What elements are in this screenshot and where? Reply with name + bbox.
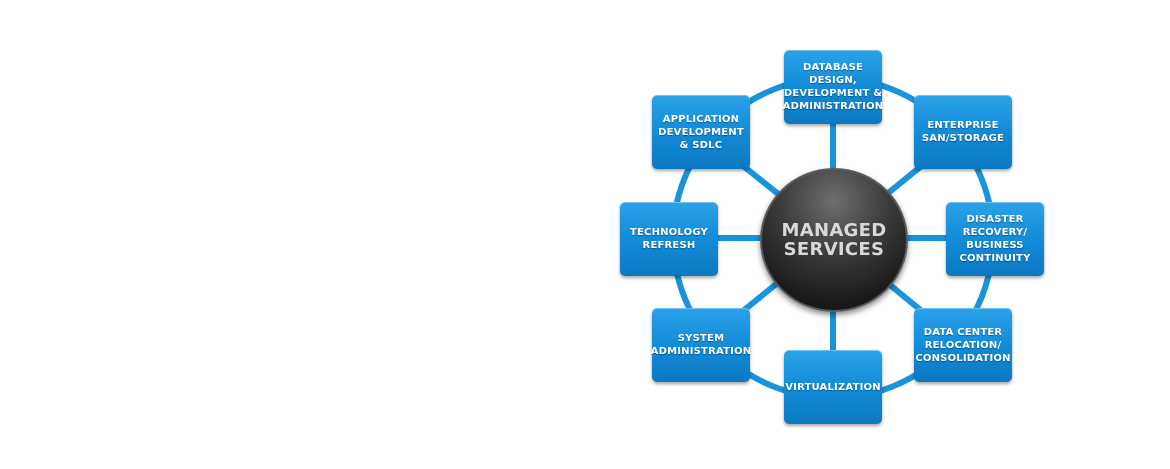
node-enterprise-label: ENTERPRISE SAN/STORAGE: [921, 120, 1005, 144]
node-sysadmin-label: SYSTEM ADMINISTRATION: [650, 333, 752, 357]
node-virtualization-label: VIRTUALIZATION: [785, 381, 881, 393]
node-datacenter: DATA CENTER RELOCATION/ CONSOLIDATION: [914, 308, 1012, 382]
node-virtualization: VIRTUALIZATION: [784, 350, 882, 424]
node-disaster-label: DISASTER RECOVERY/ BUSINESS CONTINUITY: [959, 214, 1031, 264]
hub-label: MANAGED SERVICES: [781, 220, 887, 260]
node-database-label: DATABASE DESIGN, DEVELOPMENT & ADMINISTR…: [782, 62, 884, 112]
node-appdev-label: APPLICATION DEVELOPMENT & SDLC: [658, 113, 744, 151]
node-sysadmin: SYSTEM ADMINISTRATION: [650, 308, 752, 382]
node-appdev: APPLICATION DEVELOPMENT & SDLC: [652, 95, 750, 169]
node-disaster: DISASTER RECOVERY/ BUSINESS CONTINUITY: [946, 202, 1044, 276]
node-datacenter-label: DATA CENTER RELOCATION/ CONSOLIDATION: [915, 326, 1011, 364]
hub-circle: MANAGED SERVICES: [760, 168, 908, 312]
node-techrefresh-label: TECHNOLOGY REFRESH: [630, 227, 708, 251]
node-database: DATABASE DESIGN, DEVELOPMENT & ADMINISTR…: [782, 50, 884, 124]
node-enterprise: ENTERPRISE SAN/STORAGE: [914, 95, 1012, 169]
node-techrefresh: TECHNOLOGY REFRESH: [620, 202, 718, 276]
